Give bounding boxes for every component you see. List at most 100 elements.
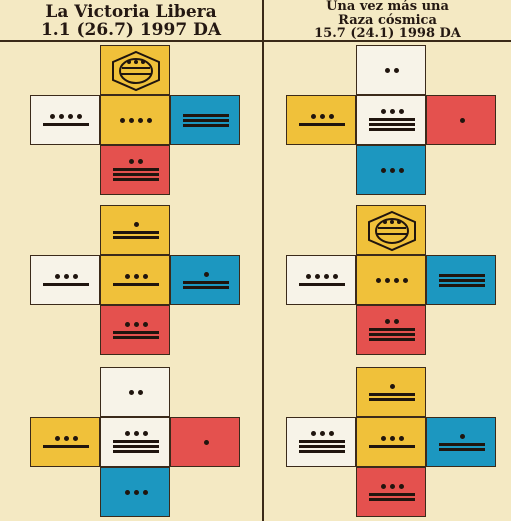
number-dot (147, 117, 152, 123)
cross-cell-top (100, 45, 170, 95)
number-dot (389, 167, 395, 173)
number-dot (77, 114, 82, 119)
number-dot (138, 389, 143, 395)
number-dot (398, 109, 404, 114)
cross-cell-left (286, 417, 356, 467)
number-dot (138, 159, 143, 164)
cross-cell-top (356, 45, 426, 95)
left-title: La Victoria Libera 1.1 (26.7) 1997 DA (0, 3, 262, 40)
number-dot (394, 67, 399, 73)
right-title-line3: 15.7 (24.1) 1998 DA (314, 26, 461, 42)
number-dot (133, 489, 139, 495)
number-dot (124, 321, 130, 327)
number-dot (124, 274, 130, 279)
number-bar (369, 333, 415, 336)
mayan-number (427, 256, 495, 304)
number-dot (333, 274, 338, 279)
cross-cell-left (286, 255, 356, 305)
number-dot (319, 114, 325, 119)
number-dot (133, 321, 139, 327)
number-bar (113, 168, 159, 171)
mayan-number (357, 46, 425, 94)
number-dot (142, 274, 148, 279)
number-dot (54, 436, 60, 441)
number-bar (113, 440, 159, 443)
number-dot (142, 321, 148, 327)
number-bar (369, 328, 415, 331)
mayan-number (357, 96, 425, 144)
number-dot (138, 117, 143, 123)
number-bar (299, 450, 345, 453)
number-dot (459, 117, 465, 123)
number-bar (113, 335, 159, 339)
maya-glyph-icon (112, 50, 160, 92)
number-dot (59, 114, 64, 119)
column-divider (262, 0, 264, 521)
number-bar (439, 283, 485, 287)
number-dot (403, 277, 408, 283)
mayan-number (31, 256, 99, 304)
cross-cell-top (100, 205, 170, 255)
number-dot (50, 114, 55, 119)
cross-cell-center (356, 417, 426, 467)
number-dot (54, 274, 60, 279)
header-rule (0, 40, 511, 42)
number-bar (439, 273, 485, 277)
number-bar (369, 497, 415, 501)
mayan-number (287, 418, 355, 466)
number-dot (394, 277, 399, 283)
number-bar (113, 330, 159, 334)
number-bar (113, 450, 159, 453)
number-dot (389, 436, 395, 441)
mayan-number (31, 96, 99, 144)
number-dot (72, 436, 78, 441)
cross-cell-center (100, 255, 170, 305)
number-dot (142, 489, 148, 495)
number-bar (43, 123, 89, 126)
number-dot (398, 483, 404, 489)
number-dot (398, 436, 404, 441)
number-dot (376, 277, 381, 283)
mayan-number (357, 418, 425, 466)
cross-cell-center (100, 417, 170, 467)
number-dot (203, 439, 209, 445)
right-title-line1: Una vez más una (326, 0, 449, 14)
cross-cell-left (30, 417, 100, 467)
right-title: Una vez más una Raza cósmica 15.7 (24.1)… (264, 0, 511, 41)
mayan-number (101, 306, 169, 354)
number-dot (380, 167, 386, 173)
cross-cell-right (426, 255, 496, 305)
number-bar (113, 283, 159, 286)
mayan-number (101, 206, 169, 254)
cross-cell-right (170, 417, 240, 467)
number-bar (183, 123, 229, 127)
mayan-number (101, 418, 169, 466)
mayan-number (171, 96, 239, 144)
mayan-number (427, 96, 495, 144)
mayan-number (357, 146, 425, 194)
mayan-number (357, 368, 425, 416)
number-dot (142, 431, 148, 436)
number-dot (310, 114, 316, 119)
mayan-number (357, 306, 425, 354)
number-bar (369, 118, 415, 121)
cross-cell-bottom (356, 305, 426, 355)
cross-cell-top (100, 367, 170, 417)
number-bar (369, 392, 415, 396)
mayan-number (171, 256, 239, 304)
mayan-number (101, 256, 169, 304)
number-dot (385, 67, 390, 73)
number-bar (369, 492, 415, 496)
mayan-number (101, 468, 169, 516)
number-bar (439, 447, 485, 451)
mayan-number (101, 146, 169, 194)
mayan-number (287, 96, 355, 144)
number-bar (369, 128, 415, 131)
number-dot (389, 109, 395, 114)
number-bar (299, 123, 345, 126)
number-dot (380, 436, 386, 441)
number-bar (299, 445, 345, 448)
cross-cell-bottom (100, 145, 170, 195)
cross-cell-bottom (100, 305, 170, 355)
number-dot (328, 431, 334, 436)
